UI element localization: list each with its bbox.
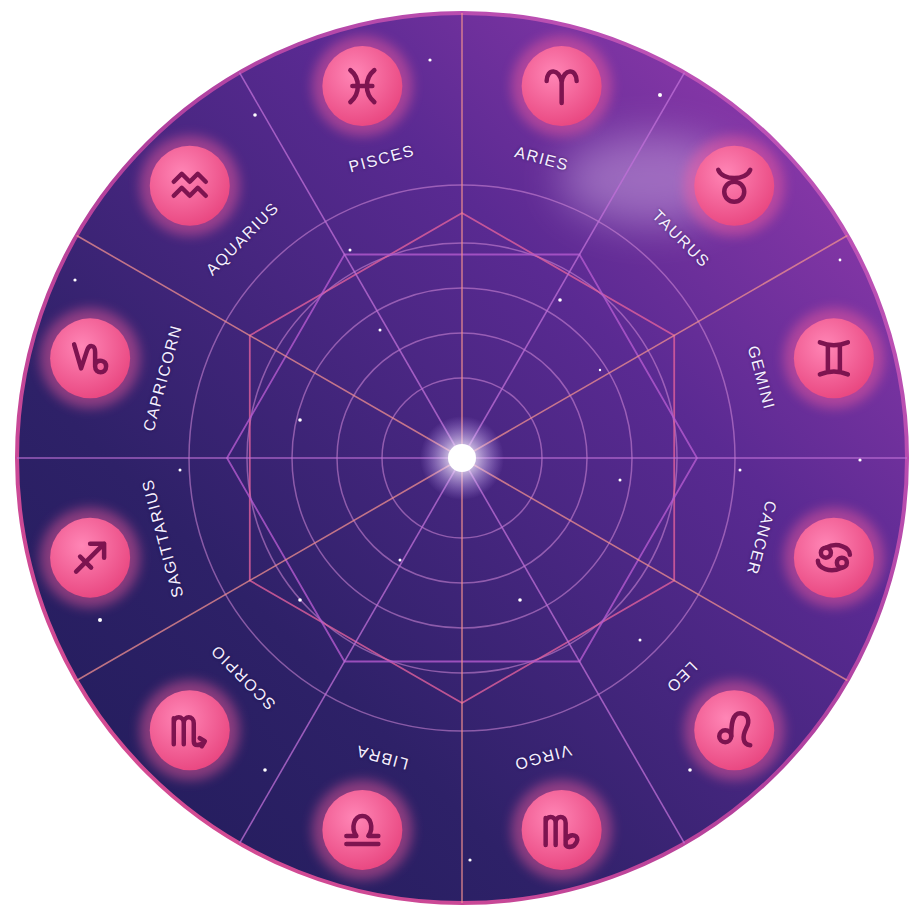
star	[298, 418, 302, 422]
icon-glow	[40, 308, 140, 408]
star	[428, 58, 431, 61]
star	[349, 249, 352, 252]
capricorn-symbol	[74, 344, 106, 372]
stars	[73, 58, 861, 861]
star	[179, 469, 182, 472]
star	[658, 93, 662, 97]
sign-name: TAURUS	[650, 207, 713, 270]
star	[399, 559, 402, 562]
icon-disc	[522, 46, 602, 126]
icon-disc	[150, 690, 230, 770]
virgo-icon	[512, 780, 612, 880]
leo-symbol	[731, 713, 750, 745]
sign-name: SCORPIO	[207, 642, 278, 713]
spoke	[461, 13, 463, 458]
sign-name: CANCER	[744, 499, 779, 577]
icon-glow	[40, 508, 140, 608]
zodiac-icons	[40, 36, 884, 880]
sign-name: LIBRA	[354, 743, 410, 772]
icon-disc	[694, 146, 774, 226]
star	[98, 618, 102, 622]
libra-icon	[312, 780, 412, 880]
icon-glow	[140, 136, 240, 236]
icon-disc	[794, 318, 874, 398]
taurus-symbol	[724, 182, 744, 202]
sagittarius-symbol	[76, 544, 104, 572]
icon-disc	[50, 518, 130, 598]
aries-icon	[512, 36, 612, 136]
icon-glow	[312, 36, 412, 136]
sign-name: PISCES	[347, 142, 417, 175]
spoke	[462, 457, 907, 459]
icon-glow	[784, 508, 884, 608]
icon-glow	[684, 136, 784, 236]
icon-disc	[694, 690, 774, 770]
icon-disc	[794, 518, 874, 598]
center-star	[448, 444, 476, 472]
star	[379, 329, 382, 332]
icon-glow	[312, 780, 412, 880]
aquarius-symbol	[174, 174, 206, 196]
sign-name: GEMINI	[745, 344, 778, 412]
star	[619, 479, 622, 482]
star	[73, 278, 76, 281]
gemini-symbol	[820, 342, 848, 374]
star	[253, 113, 257, 117]
icon-disc	[50, 318, 130, 398]
icon-disc	[322, 46, 402, 126]
cancer-icon	[784, 508, 884, 608]
virgo-symbol	[546, 817, 578, 847]
star	[839, 259, 842, 262]
pisces-symbol	[350, 70, 374, 102]
sign-name: VIRGO	[512, 742, 573, 773]
icon-glow	[512, 780, 612, 880]
leo-icon	[684, 680, 784, 780]
sign-name: AQUARIUS	[203, 199, 282, 278]
pisces-icon	[312, 36, 412, 136]
sign-name: SAGITTARIUS	[139, 477, 186, 599]
star	[858, 458, 861, 461]
star	[263, 768, 267, 772]
sign-name: CAPRICORN	[141, 323, 185, 433]
scorpio-symbol	[174, 717, 205, 746]
sign-name: ARIES	[513, 144, 571, 174]
capricorn-icon	[40, 308, 140, 408]
taurus-symbol	[718, 170, 750, 178]
star	[468, 858, 471, 861]
icon-glow	[684, 680, 784, 780]
star	[599, 369, 601, 371]
spoke	[17, 457, 462, 459]
scorpio-icon	[140, 680, 240, 780]
star	[639, 639, 642, 642]
spokes	[17, 13, 907, 903]
star	[518, 598, 522, 602]
sagittarius-icon	[40, 508, 140, 608]
wheel-disc	[17, 13, 907, 903]
star	[688, 768, 692, 772]
center-glow	[420, 416, 504, 500]
cancer-symbol	[818, 545, 850, 570]
icon-disc	[150, 146, 230, 226]
star	[298, 598, 302, 602]
aries-symbol	[547, 71, 577, 103]
star	[739, 469, 742, 472]
icon-glow	[784, 308, 884, 408]
sign-name: LEO	[663, 659, 700, 696]
icon-disc	[322, 790, 402, 870]
libra-symbol	[346, 816, 378, 844]
taurus-icon	[684, 136, 784, 236]
star	[558, 298, 562, 302]
spoke	[461, 458, 463, 903]
icon-disc	[522, 790, 602, 870]
aquarius-icon	[140, 136, 240, 236]
icon-glow	[140, 680, 240, 780]
icon-glow	[512, 36, 612, 136]
gemini-icon	[784, 308, 884, 408]
